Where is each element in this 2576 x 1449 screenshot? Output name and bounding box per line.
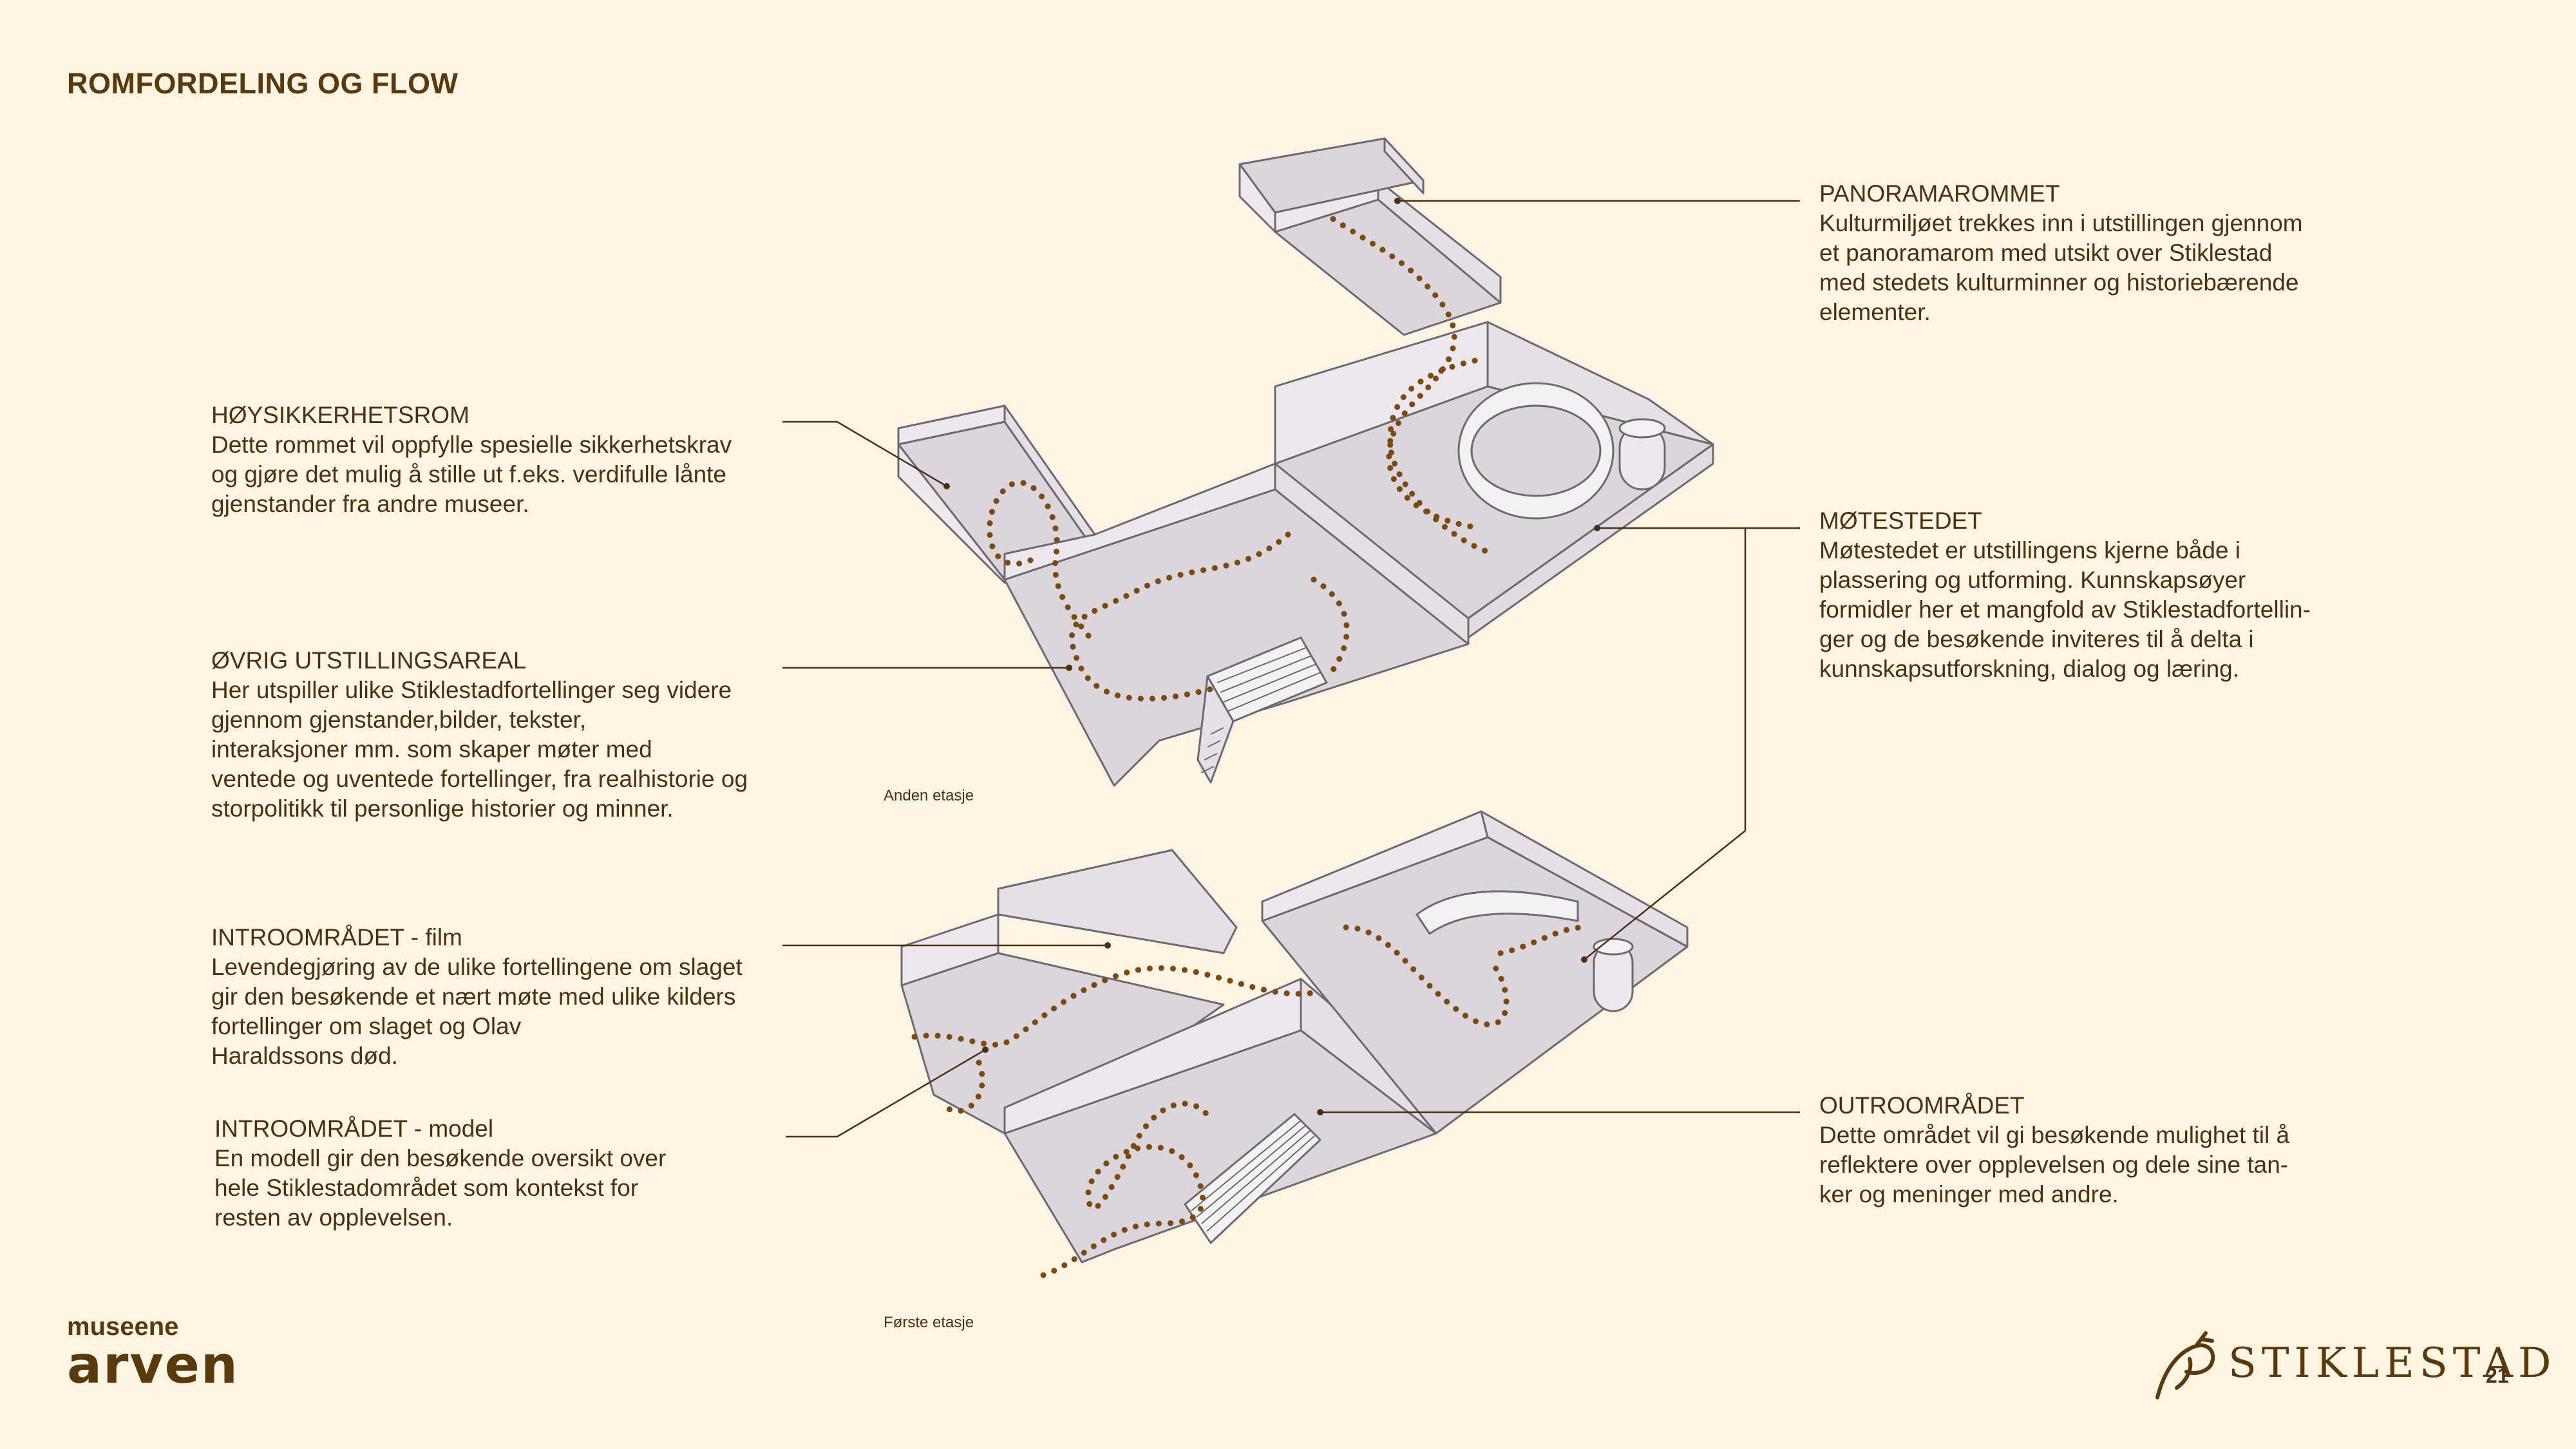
annotation-heading: INTROOMRÅDET - model [214, 1115, 494, 1142]
stair-upper [1197, 636, 1328, 784]
annotation-heading: HØYSIKKERHETSROM [211, 402, 469, 428]
annotation-line: Møtestedet er utstillingens kjerne både … [1819, 537, 2241, 564]
annotation-outro: OUTROOMRÅDET Dette området vil gi besøke… [1819, 1091, 2360, 1209]
annotation-heading: MØTESTEDET [1819, 507, 1982, 534]
annotation-line: og gjøre det mulig å stille ut f.eks. ve… [211, 461, 726, 488]
annotation-heading: ØVRIG UTSTILLINGSAREAL [211, 647, 527, 674]
annotation-line: ventede og uventede fortellinger, fra re… [211, 766, 748, 792]
annotation-line: gjennom gjenstander,bilder, tekster, [211, 706, 587, 733]
stiklestad-wordmark: STIKLESTAD [2228, 1340, 2557, 1387]
annotation-hoysikkerhetsrom: HØYSIKKERHETSROM Dette rommet vil oppfyl… [211, 401, 778, 519]
annotation-line: reflektere over opplevelsen og dele sine… [1819, 1151, 2289, 1178]
annotation-line: ker og meninger med andre. [1819, 1181, 2119, 1208]
annotation-panorama: PANORAMAROMMET Kulturmiljøet trekkes inn… [1819, 179, 2360, 327]
museene-arven-logo: museene arven [67, 1314, 239, 1391]
annotation-line: Kulturmiljøet trekkes inn i utstillingen… [1819, 210, 2303, 236]
annotation-line: storpolitikk til personlige historier og… [211, 795, 674, 822]
page-number: 21 [2486, 1364, 2509, 1387]
upper-floor [897, 137, 1714, 787]
floor-label-upper: Anden etasje [884, 787, 974, 804]
stiklestad-emblem-icon [2155, 1331, 2215, 1399]
motestedet-bench-lower [1416, 890, 1579, 935]
annotation-line: interaksjoner mm. som skaper møter med [211, 736, 652, 762]
annotation-line: et panoramarom med utsikt over Stiklesta… [1819, 240, 2273, 266]
flow-path [911, 216, 1587, 1278]
leader-lines [782, 200, 1800, 1138]
page-title: ROMFORDELING OG FLOW [67, 67, 459, 100]
logo-arven-text: arven [67, 1335, 239, 1395]
annotation-intro-film: INTROOMRÅDET - film Levendegjøring av de… [211, 923, 778, 1071]
annotation-line: Her utspiller ulike Stiklestadfortelling… [211, 677, 732, 703]
annotation-line: elementer. [1819, 299, 1931, 325]
annotation-line: formidler her et mangfold av Stiklestadf… [1819, 596, 2311, 623]
annotation-ovrig: ØVRIG UTSTILLINGSAREAL Her utspiller uli… [211, 646, 778, 824]
annotation-line: plassering og utforming. Kunnskapsøyer [1819, 567, 2246, 593]
lower-floor [900, 810, 1689, 1264]
annotation-line: hele Stiklestadområdet som kontekst for [214, 1175, 639, 1201]
stair-lower [1184, 1113, 1321, 1244]
annotation-heading: INTROOMRÅDET - film [211, 924, 462, 951]
floor-label-lower: Første etasje [884, 1314, 974, 1331]
annotation-heading: PANORAMAROMMET [1819, 180, 2060, 207]
annotation-heading: OUTROOMRÅDET [1819, 1092, 2025, 1119]
annotation-line: Levendegjøring av de ulike fortellingene… [211, 954, 743, 980]
annotation-line: gir den besøkende et nært møte med ulike… [211, 983, 736, 1010]
annotation-line: ger og de besøkende inviteres til å delt… [1819, 626, 2254, 652]
annotation-line: Haraldssons død. [211, 1043, 398, 1069]
annotation-line: fortellinger om slaget og Olav [211, 1013, 522, 1039]
annotation-intro-model: INTROOMRÅDET - model En modell gir den b… [214, 1114, 781, 1233]
annotation-line: resten av opplevelsen. [214, 1204, 453, 1231]
annotation-line: med stedets kulturminner og historiebære… [1819, 269, 2299, 296]
stiklestad-logo: STIKLESTAD [2151, 1327, 2551, 1407]
annotation-line: En modell gir den besøkende oversikt ove… [214, 1145, 667, 1171]
annotation-line: kunnskapsutforskning, dialog og læring. [1819, 656, 2239, 682]
logo-museene-text: museene [67, 1312, 179, 1341]
annotation-motestedet: MØTESTEDET Møtestedet er utstillingens k… [1819, 506, 2360, 684]
annotation-line: Dette området vil gi besøkende mulighet … [1819, 1122, 2290, 1148]
annotation-line: gjenstander fra andre museer. [211, 491, 529, 517]
annotation-line: Dette rommet vil oppfylle spesielle sikk… [211, 431, 732, 458]
